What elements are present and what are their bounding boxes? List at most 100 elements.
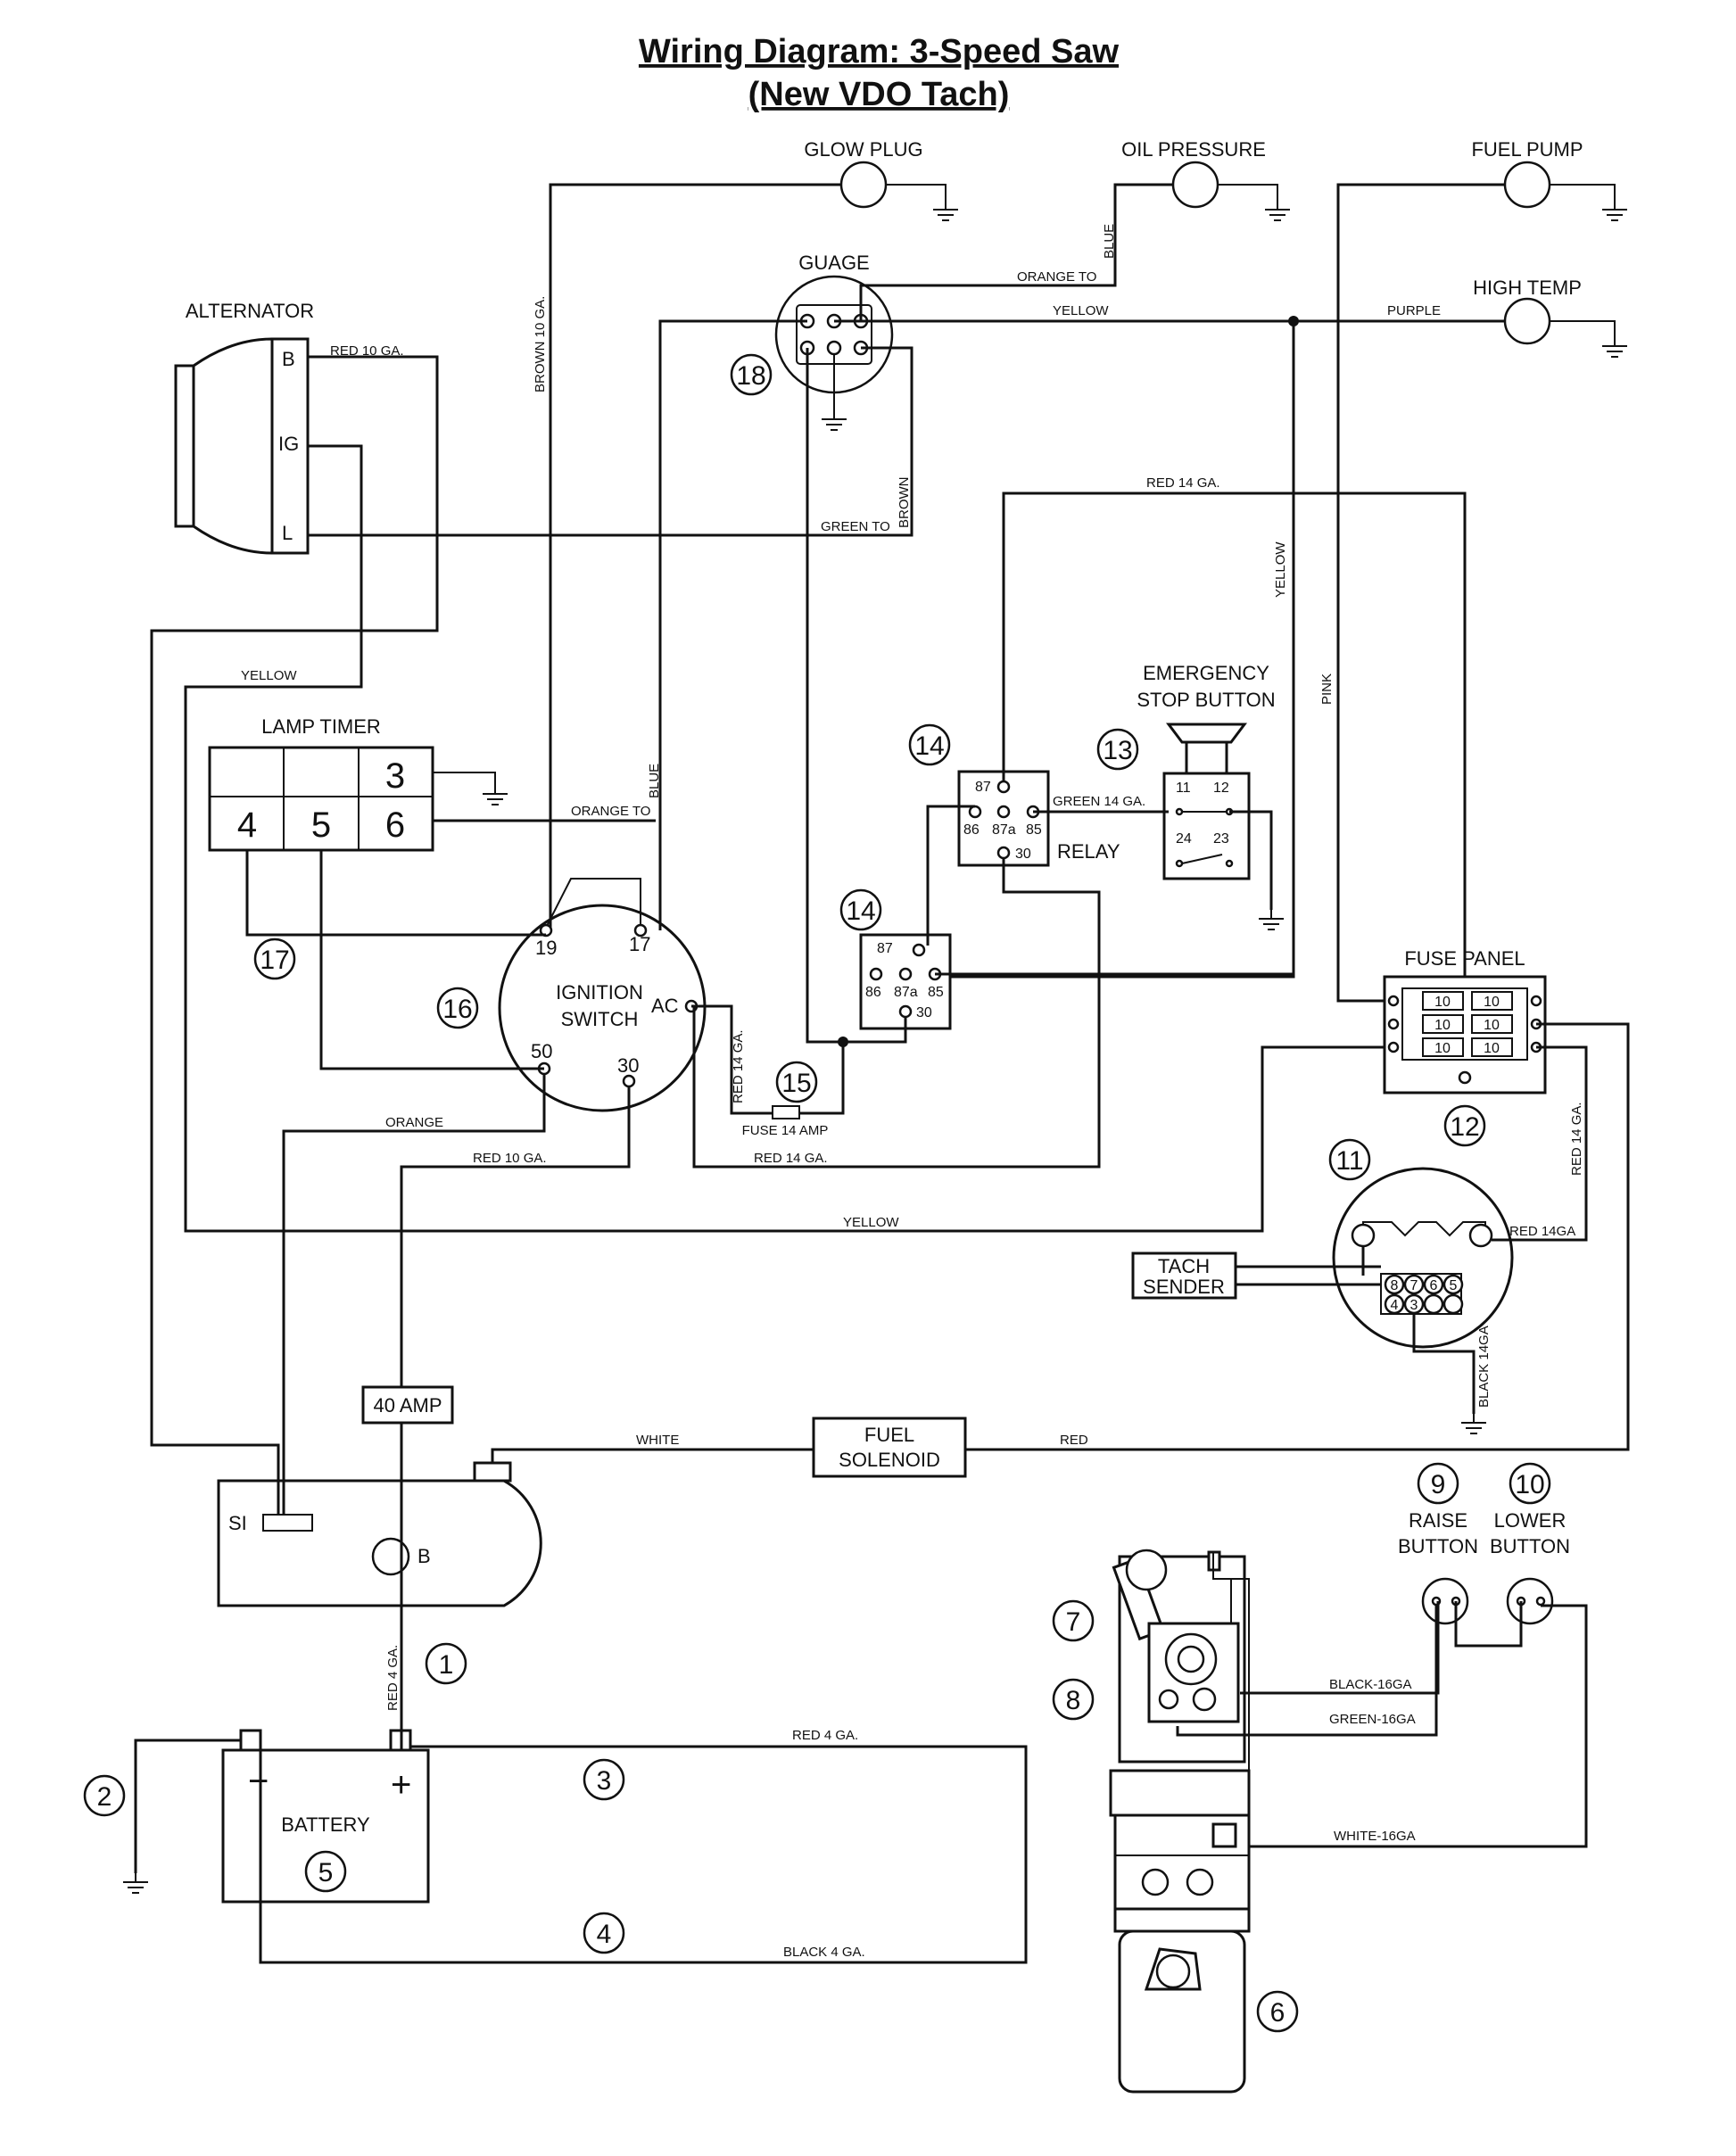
svg-text:7: 7 — [1410, 1278, 1418, 1293]
relay-upper-87a: 87a — [992, 822, 1016, 838]
callout-10: 10 — [1509, 1462, 1551, 1505]
fuel-solenoid: FUEL SOLENOID — [812, 1417, 967, 1478]
svg-text:14: 14 — [846, 896, 875, 926]
svg-text:10: 10 — [1434, 1018, 1451, 1033]
lamp-timer-pin-3: 3 — [385, 756, 405, 796]
callout-4: 4 — [583, 1912, 625, 1954]
oil-pressure-sender: OIL PRESSURE — [1121, 138, 1291, 221]
svg-text:14: 14 — [914, 731, 944, 761]
lamp-timer: LAMP TIMER 3 4 5 6 — [208, 715, 508, 852]
raise-label-2: BUTTON — [1398, 1535, 1478, 1557]
wl-orange: ORANGE — [385, 1115, 443, 1130]
svg-text:17: 17 — [260, 946, 289, 975]
callout-16: 16 — [436, 987, 479, 1029]
relay-label: RELAY — [1057, 840, 1120, 863]
callout-1: 1 — [425, 1642, 467, 1685]
gauge-label: GUAGE — [798, 252, 869, 274]
callout-11: 11 — [1328, 1138, 1371, 1181]
wl-green16: GREEN-16GA — [1329, 1712, 1416, 1727]
lamp-timer-pin-5: 5 — [311, 805, 331, 845]
callout-9: 9 — [1417, 1462, 1459, 1505]
battery-minus: − — [248, 1762, 269, 1801]
callout-8: 8 — [1052, 1678, 1095, 1721]
wl-white16: WHITE-16GA — [1334, 1829, 1416, 1844]
svg-text:13: 13 — [1103, 736, 1132, 765]
emergency-label-1: EMERGENCY — [1143, 662, 1269, 684]
lamp-timer-pin-6: 6 — [385, 805, 405, 845]
wl-green14: GREEN 14 GA. — [1053, 794, 1145, 809]
callout-2: 2 — [83, 1774, 126, 1817]
ign-19: 19 — [535, 937, 557, 959]
wl-red14-fuse: RED 14 GA. — [731, 1029, 746, 1103]
callout-13: 13 — [1096, 728, 1139, 771]
svg-text:16: 16 — [442, 995, 472, 1024]
wl-red: RED — [1060, 1433, 1088, 1448]
high-temp-sender: HIGH TEMP — [1473, 277, 1628, 358]
svg-text:18: 18 — [736, 361, 765, 391]
wl-white: WHITE — [636, 1433, 679, 1448]
glow-plug: GLOW PLUG — [804, 138, 959, 221]
lower-button: LOWER BUTTON — [1490, 1509, 1570, 1625]
high-temp-label: HIGH TEMP — [1473, 277, 1582, 299]
ign-ac: AC — [651, 995, 679, 1017]
svg-text:6: 6 — [1430, 1278, 1438, 1293]
callout-5: 5 — [304, 1850, 347, 1893]
lower-label-2: BUTTON — [1490, 1535, 1570, 1557]
wl-red14ga-tach: RED 14GA — [1509, 1224, 1575, 1239]
svg-text:8: 8 — [1066, 1686, 1081, 1715]
svg-text:15: 15 — [781, 1069, 811, 1098]
diagram-subtitle: (New VDO Tach) — [748, 76, 1010, 113]
sw-12: 12 — [1213, 781, 1229, 796]
ignition-label-1: IGNITION — [556, 981, 643, 1004]
wl-blue-lamp: BLUE — [647, 764, 662, 798]
relay-lower: 87 86 87a 85 30 — [859, 933, 952, 1030]
svg-text:6: 6 — [1270, 1998, 1285, 2028]
wl-red10-alt: RED 10 GA. — [330, 343, 404, 359]
svg-text:8: 8 — [1391, 1278, 1399, 1293]
wl-pink: PINK — [1319, 673, 1335, 705]
relay-upper: 87 86 87a 85 30 RELAY — [957, 770, 1120, 867]
ign-17: 17 — [629, 933, 650, 955]
starter-si: SI — [228, 1512, 247, 1534]
wl-red4: RED 4 GA. — [792, 1728, 858, 1743]
wl-black4: BLACK 4 GA. — [783, 1945, 865, 1960]
relay-upper-87: 87 — [975, 780, 991, 795]
lower-label-1: LOWER — [1494, 1509, 1567, 1532]
svg-text:11: 11 — [1335, 1146, 1363, 1176]
svg-text:10: 10 — [1484, 1041, 1500, 1056]
wl-yellow-left: YELLOW — [241, 668, 297, 683]
ignition-switch: 19 17 IGNITION SWITCH AC 50 30 — [498, 878, 707, 1112]
svg-text:10: 10 — [1484, 995, 1500, 1010]
svg-text:10: 10 — [1484, 1018, 1500, 1033]
wires — [122, 183, 1630, 1964]
hydraulic-pump-assembly — [1109, 1549, 1251, 2094]
relay-upper-85: 85 — [1026, 822, 1042, 838]
svg-text:10: 10 — [1434, 1041, 1451, 1056]
raise-label-1: RAISE — [1409, 1509, 1467, 1532]
oil-pressure-label: OIL PRESSURE — [1121, 138, 1266, 161]
relay-upper-86: 86 — [963, 822, 980, 838]
wl-yellow-vert: YELLOW — [1273, 541, 1288, 598]
svg-text:5: 5 — [318, 1858, 334, 1888]
sw-24: 24 — [1176, 831, 1192, 847]
svg-text:9: 9 — [1431, 1470, 1446, 1499]
glow-plug-label: GLOW PLUG — [804, 138, 922, 161]
relay-lower-87a: 87a — [894, 985, 918, 1000]
wl-green-to: GREEN TO — [821, 519, 890, 534]
fuel-solenoid-label-1: FUEL — [864, 1424, 914, 1446]
wl-black16: BLACK-16GA — [1329, 1677, 1412, 1692]
sw-11: 11 — [1176, 781, 1191, 796]
wl-orange-lamp: ORANGE TO — [571, 804, 650, 819]
relay-lower-85: 85 — [928, 985, 944, 1000]
wl-purple: PURPLE — [1387, 303, 1441, 318]
ign-50: 50 — [531, 1040, 552, 1062]
emergency-stop-button: EMERGENCY STOP BUTTON 11 12 24 23 — [1137, 662, 1276, 880]
fuel-pump-label: FUEL PUMP — [1471, 138, 1583, 161]
svg-text:12: 12 — [1450, 1112, 1479, 1142]
callout-6: 6 — [1256, 1990, 1299, 2033]
fuse-14-label: FUSE 14 AMP — [742, 1123, 829, 1138]
alternator-label: ALTERNATOR — [186, 300, 314, 322]
fuse-14-amp: FUSE 14 AMP — [742, 1105, 829, 1138]
callout-3: 3 — [583, 1758, 625, 1801]
svg-text:5: 5 — [1450, 1278, 1458, 1293]
